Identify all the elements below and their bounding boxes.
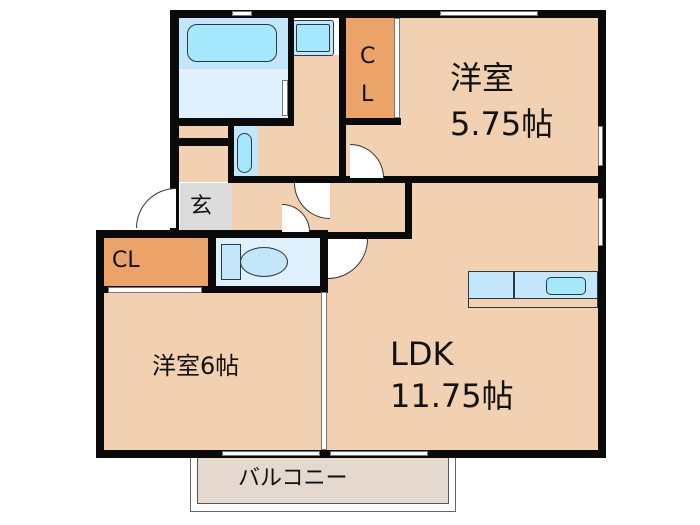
entrance-label: 玄 — [190, 194, 213, 219]
toilet-bowl-icon — [240, 247, 288, 277]
western-room-2-floor — [103, 292, 323, 450]
sliding-door-room2-ldk[interactable] — [321, 292, 327, 450]
closet-1 — [346, 18, 394, 118]
closet-2 — [104, 238, 208, 286]
counter-divider — [513, 271, 515, 299]
wall — [339, 118, 401, 125]
closet-1-label-l: L — [361, 82, 374, 107]
closet-1-label-c: C — [360, 44, 376, 69]
storage-floor-lower — [178, 146, 233, 182]
western-room-1-size: 5.75帖 — [450, 105, 554, 143]
ldk-label: LDK — [390, 335, 454, 373]
entrance-door[interactable] — [136, 188, 176, 228]
wall — [228, 126, 234, 182]
washbasin-icon — [292, 20, 334, 56]
wall — [178, 118, 294, 126]
wall — [96, 230, 104, 458]
wall — [288, 16, 294, 126]
kitchen-sink-icon — [546, 277, 586, 295]
wall — [170, 10, 179, 238]
wall — [96, 230, 328, 238]
entrance-floor — [180, 183, 232, 231]
balcony-window-room2[interactable] — [222, 451, 320, 456]
laundry-sink-icon — [237, 133, 252, 173]
closet-2-door[interactable] — [108, 287, 202, 293]
balcony-window-ldk[interactable] — [330, 451, 428, 456]
storage-floor-upper — [178, 126, 233, 140]
window-room1-top[interactable] — [440, 11, 538, 16]
wall — [320, 232, 412, 239]
wall — [208, 238, 216, 292]
western-room-2-label: 洋室6帖 — [152, 352, 240, 380]
wall — [320, 232, 328, 292]
wall — [339, 16, 346, 182]
bathtub-icon — [187, 24, 277, 62]
toilet-tank-icon — [221, 244, 241, 280]
bath-door[interactable] — [282, 80, 288, 116]
wall — [405, 176, 412, 239]
window-room1-right[interactable] — [598, 126, 603, 166]
wall — [170, 10, 606, 18]
western-room-1-label: 洋室 — [450, 59, 515, 97]
ldk-size: 11.75帖 — [390, 377, 514, 415]
balcony-label: バルコニー — [238, 466, 348, 491]
closet-2-label: CL — [112, 248, 140, 273]
wall — [96, 286, 328, 293]
window-bath[interactable] — [232, 11, 252, 16]
closet-1-door[interactable] — [394, 18, 400, 118]
window-ldk-right[interactable] — [598, 198, 603, 246]
wall — [228, 176, 606, 183]
wall — [178, 138, 234, 146]
